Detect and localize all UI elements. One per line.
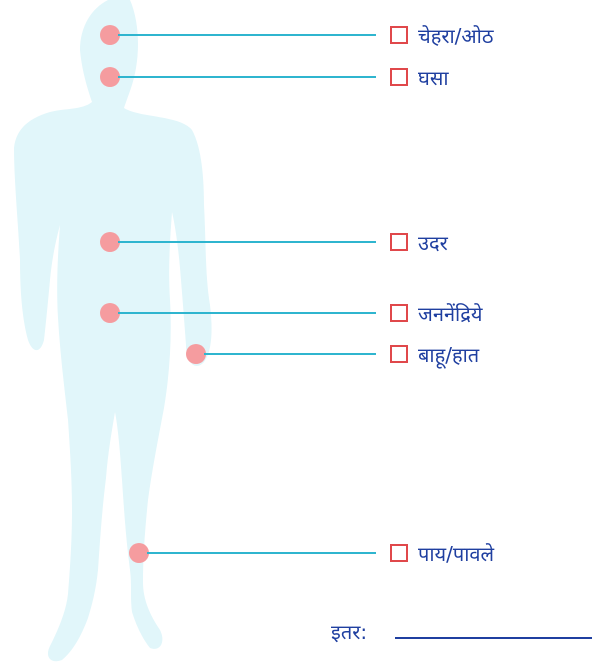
checkbox-leg[interactable] <box>390 544 408 562</box>
label-arm: बाहू/हात <box>418 343 479 367</box>
checkbox-throat[interactable] <box>390 68 408 86</box>
other-input-line[interactable] <box>395 637 592 639</box>
marker-dot-throat <box>100 67 120 87</box>
checkbox-face[interactable] <box>390 26 408 44</box>
marker-dot-face <box>100 25 120 45</box>
checkbox-genitals[interactable] <box>390 304 408 322</box>
label-leg: पाय/पावले <box>418 542 494 566</box>
leader-line <box>118 312 376 314</box>
label-throat: घसा <box>418 66 449 90</box>
leader-line <box>118 241 376 243</box>
label-face: चेहरा/ओठ <box>418 24 494 48</box>
marker-dot-abdomen <box>100 232 120 252</box>
checkbox-arm[interactable] <box>390 345 408 363</box>
checkbox-abdomen[interactable] <box>390 233 408 251</box>
silhouette-shape <box>14 0 212 661</box>
leader-line <box>204 353 376 355</box>
other-label: इतर: <box>331 620 367 644</box>
leader-line <box>118 76 376 78</box>
leader-line <box>118 34 376 36</box>
marker-dot-arm <box>186 344 206 364</box>
label-abdomen: उदर <box>418 231 448 255</box>
leader-line <box>147 552 376 554</box>
label-genitals: जननेंद्रिये <box>418 302 482 326</box>
marker-dot-genitals <box>100 303 120 323</box>
marker-dot-leg <box>129 543 149 563</box>
